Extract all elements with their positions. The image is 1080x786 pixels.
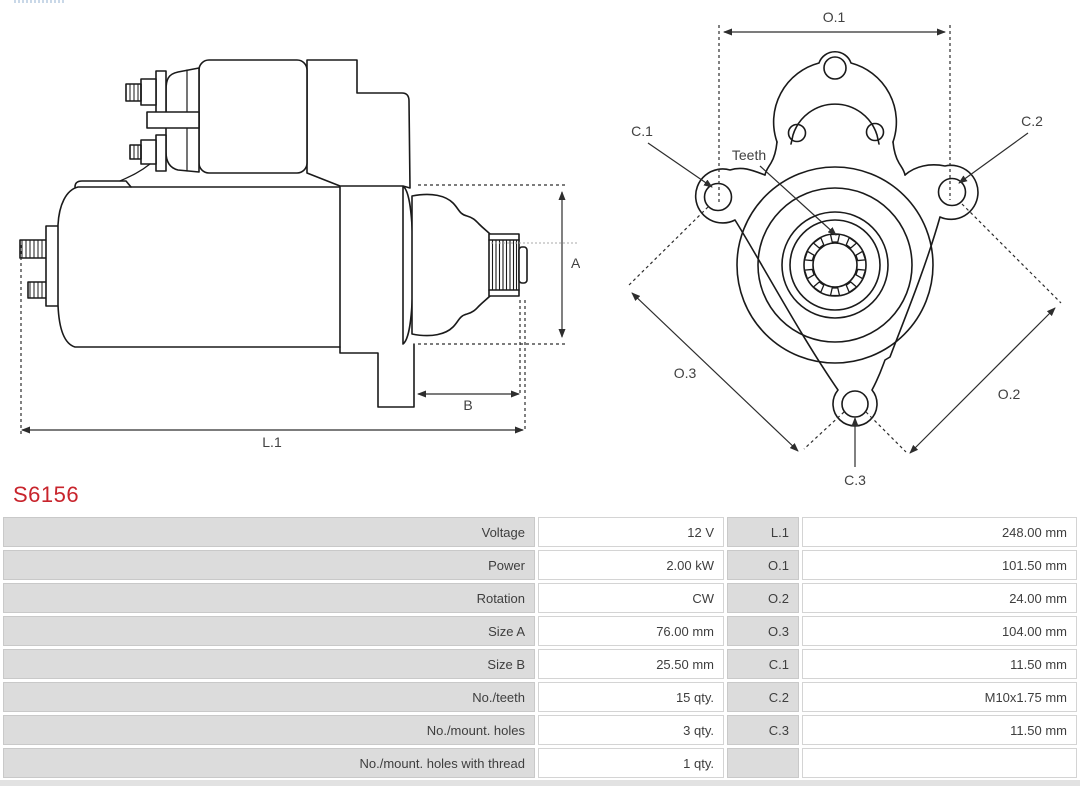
dim-label-c3: C.3	[844, 472, 866, 488]
top-hole	[823, 56, 847, 80]
pinion-gear	[488, 233, 528, 297]
dim-value: 24.00 mm	[802, 583, 1077, 613]
dim-label-o2: O.2	[998, 386, 1021, 402]
dim-label-c2: C.2	[1021, 113, 1043, 129]
spec-value: 25.50 mm	[538, 649, 724, 679]
leader-c1	[647, 142, 713, 188]
dim-value: 11.50 mm	[802, 649, 1077, 679]
dim-label: O.1	[727, 550, 799, 580]
dim-label-o1: O.1	[823, 9, 846, 25]
dim-label: C.2	[727, 682, 799, 712]
spline-teeth	[803, 233, 867, 297]
rear-bracket	[306, 59, 411, 189]
dim-line-o2	[909, 307, 1056, 454]
part-number: S6156	[13, 482, 80, 507]
dim-label: O.2	[727, 583, 799, 613]
teeth-label: Teeth	[732, 147, 766, 163]
side-view-drawing: A B L.1	[19, 59, 580, 450]
motor-body	[57, 186, 341, 348]
dim-label	[727, 748, 799, 778]
arch-hole-left	[787, 123, 807, 143]
dim-label-a: A	[571, 255, 580, 271]
spec-value: CW	[538, 583, 724, 613]
bottom-strip	[0, 780, 1080, 786]
spec-label: No./teeth	[3, 682, 535, 712]
leader-teeth	[759, 165, 837, 236]
dim-value: 248.00 mm	[802, 517, 1077, 547]
dim-label-l1: L.1	[262, 434, 282, 450]
dim-value	[802, 748, 1077, 778]
dim-value: 11.50 mm	[802, 715, 1077, 745]
mounting-foot	[339, 343, 415, 408]
flange-outline	[694, 164, 979, 427]
partial-logo	[14, 0, 66, 3]
dim-value: 104.00 mm	[802, 616, 1077, 646]
mount-hole-c2	[937, 177, 967, 207]
arch-hole-right	[865, 122, 885, 142]
dim-value: M10x1.75 mm	[802, 682, 1077, 712]
front-view-drawing: O.1 C.1 C.2 Teeth O.3 O.2 C.3	[627, 9, 1062, 488]
spec-label: Voltage	[3, 517, 535, 547]
dim-label-o3: O.3	[674, 365, 697, 381]
dim-line-o3	[631, 292, 799, 452]
center-boss	[736, 166, 934, 364]
mount-hole-c3	[841, 390, 869, 418]
spec-value: 76.00 mm	[538, 616, 724, 646]
dim-label: O.3	[727, 616, 799, 646]
solenoid	[165, 59, 308, 174]
dim-label: C.3	[727, 715, 799, 745]
spec-label: No./mount. holes	[3, 715, 535, 745]
spec-value: 1 qty.	[538, 748, 724, 778]
spec-value: 12 V	[538, 517, 724, 547]
top-arch	[764, 51, 906, 176]
spec-label: No./mount. holes with thread	[3, 748, 535, 778]
spec-value: 2.00 kW	[538, 550, 724, 580]
spec-label: Power	[3, 550, 535, 580]
dim-label: L.1	[727, 517, 799, 547]
mount-hole-c1	[703, 182, 733, 212]
terminal-wire	[119, 163, 151, 182]
dim-label: C.1	[727, 649, 799, 679]
dim-value: 101.50 mm	[802, 550, 1077, 580]
solenoid-terminals	[119, 70, 200, 182]
leader-c2	[958, 132, 1029, 184]
spec-label: Size B	[3, 649, 535, 679]
spec-table: Voltage 12 V L.1 248.00 mm Power 2.00 kW…	[3, 517, 1077, 778]
spec-value: 15 qty.	[538, 682, 724, 712]
spec-label: Size A	[3, 616, 535, 646]
dim-label-c1: C.1	[631, 123, 653, 139]
spec-label: Rotation	[3, 583, 535, 613]
dim-label-b: B	[463, 397, 472, 413]
spec-value: 3 qty.	[538, 715, 724, 745]
nose-housing	[411, 193, 492, 337]
